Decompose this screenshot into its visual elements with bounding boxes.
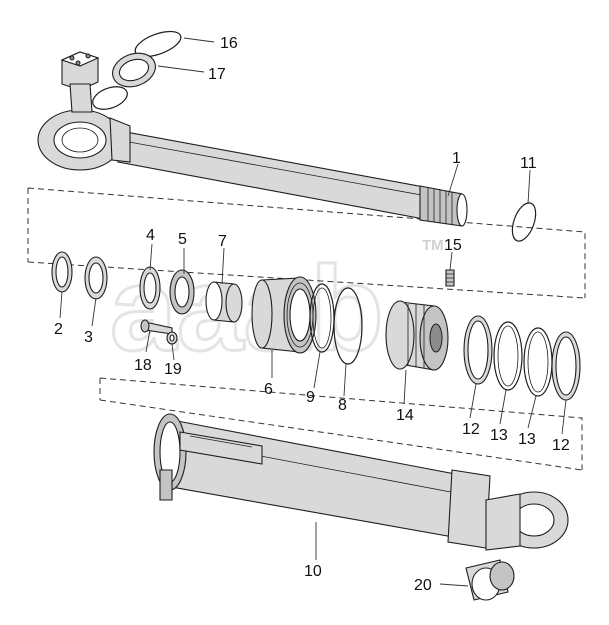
washer-part-19 [166, 331, 178, 345]
watermark-tm: TM [422, 237, 444, 254]
piston-rod-part-1 [37, 51, 468, 227]
label-part-17: 17 [208, 66, 226, 83]
piston-ring-part-12a [463, 315, 493, 385]
label-part-13b: 13 [518, 431, 536, 448]
snap-ring-part-16 [134, 30, 182, 58]
label-part-10: 10 [304, 563, 322, 580]
label-part-12a: 12 [462, 421, 480, 438]
o-ring-part-11 [511, 202, 537, 242]
rod-seal-part-3 [84, 256, 108, 300]
guide-ring-part-4 [139, 266, 161, 310]
callout-labels: 16 17 1 11 4 5 7 15 2 3 18 19 6 9 8 14 1… [54, 35, 570, 594]
label-part-19: 19 [164, 361, 182, 378]
piston-seal-part-13b [523, 327, 553, 397]
label-part-2: 2 [54, 321, 63, 338]
sleeve-part-7 [205, 281, 243, 323]
label-part-3: 3 [84, 329, 93, 346]
label-part-11: 11 [520, 155, 537, 172]
piston-seal-part-13a [493, 321, 523, 391]
assembly-frame-lower [99, 377, 583, 471]
label-part-16: 16 [220, 35, 238, 52]
set-screw-part-15 [445, 269, 455, 287]
cylinder-barrel-part-10 [153, 413, 569, 551]
bushing-part-20 [465, 559, 515, 601]
seal-part-5 [169, 269, 195, 315]
piston-ring-part-12b [551, 331, 581, 401]
gland-part-6 [251, 276, 317, 354]
label-part-9: 9 [306, 389, 315, 406]
label-part-15: 15 [444, 237, 462, 254]
label-part-4: 4 [146, 227, 155, 244]
label-part-13a: 13 [490, 427, 508, 444]
label-part-7: 7 [218, 233, 227, 250]
label-part-20: 20 [414, 577, 432, 594]
piston-part-14 [385, 300, 449, 371]
label-part-18: 18 [134, 357, 152, 374]
label-part-14: 14 [396, 407, 414, 424]
bushing-part-17 [92, 52, 156, 110]
label-part-8: 8 [338, 397, 347, 414]
assembly-frame-upper [27, 187, 586, 299]
backup-ring-part-8 [333, 287, 363, 365]
label-part-5: 5 [178, 231, 187, 248]
label-part-1: 1 [452, 150, 461, 167]
leader-lines [59, 37, 567, 587]
label-part-6: 6 [264, 381, 273, 398]
wiper-seal-part-2 [51, 251, 73, 293]
label-part-12b: 12 [552, 437, 570, 454]
